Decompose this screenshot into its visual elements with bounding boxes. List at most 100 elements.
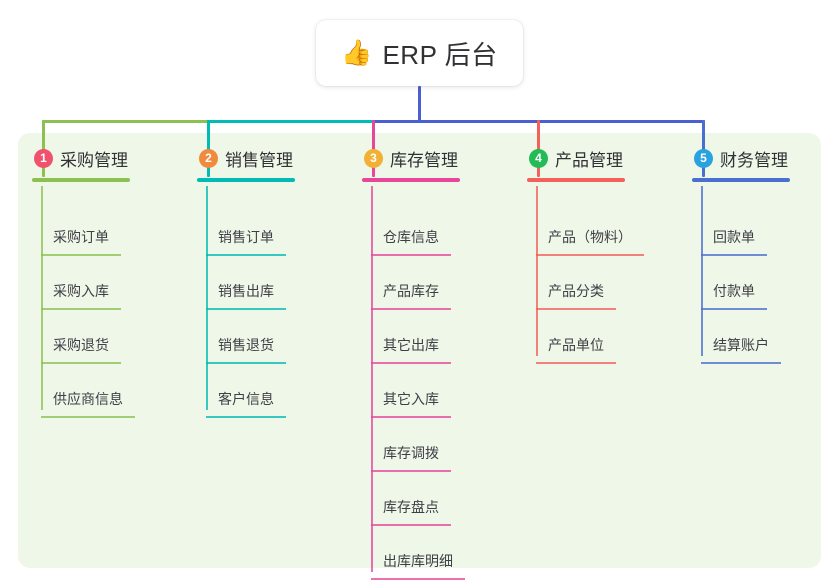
branch-header-3[interactable]: 3 库存管理 [362, 145, 460, 171]
branch-badge-2: 2 [199, 148, 218, 168]
child-item[interactable]: 销售退货 [206, 310, 295, 364]
child-underline [701, 254, 767, 256]
child-item-label: 产品（物料） [548, 229, 632, 245]
root-trunk-line [418, 86, 421, 123]
child-item-label: 其它入库 [383, 391, 439, 407]
root-node[interactable]: 👍 ERP 后台 [316, 20, 523, 86]
child-item[interactable]: 采购入库 [41, 256, 130, 310]
branch-header-underline [527, 178, 625, 182]
child-item-label: 采购订单 [53, 229, 109, 245]
child-item-label: 销售退货 [218, 337, 274, 353]
branch-children: 回款单 付款单 结算账户 [701, 182, 790, 364]
child-item[interactable]: 付款单 [701, 256, 790, 310]
root-node-label: ERP 后台 [382, 39, 498, 70]
branch-header-1[interactable]: 1 采购管理 [32, 145, 130, 171]
branch-badge-4: 4 [529, 148, 548, 168]
branch-column-5: 5 财务管理 回款单 付款单 结算账户 [692, 145, 790, 364]
branch-header-underline [32, 178, 130, 182]
child-item-label: 销售订单 [218, 229, 274, 245]
child-item-label: 回款单 [713, 229, 755, 245]
child-underline [371, 524, 451, 526]
child-item-label: 采购入库 [53, 283, 109, 299]
child-underline [371, 254, 451, 256]
child-underline [371, 416, 451, 418]
child-item[interactable]: 销售订单 [206, 202, 295, 256]
branch-children: 产品（物料） 产品分类 产品单位 [536, 182, 644, 364]
child-item-label: 库存调拨 [383, 445, 439, 461]
child-item[interactable]: 出库库明细 [371, 526, 465, 580]
branch-column-4: 4 产品管理 产品（物料） 产品分类 产品单位 [527, 145, 644, 364]
branch-badge-3: 3 [364, 148, 383, 168]
branch-header-underline [692, 178, 790, 182]
branch-badge-5: 5 [694, 148, 713, 168]
child-item-label: 产品单位 [548, 337, 604, 353]
branch-spine-line [41, 186, 43, 410]
child-item[interactable]: 销售出库 [206, 256, 295, 310]
thumbs-up-icon: 👍 [341, 38, 373, 67]
child-item-label: 付款单 [713, 283, 755, 299]
child-item[interactable]: 其它入库 [371, 364, 460, 418]
branch-spine-line [701, 186, 703, 356]
child-item-label: 其它出库 [383, 337, 439, 353]
branch-column-1: 1 采购管理 采购订单 采购入库 采购退货 供应商信息 [32, 145, 135, 418]
child-item[interactable]: 产品库存 [371, 256, 460, 310]
child-underline [41, 308, 121, 310]
child-item[interactable]: 其它出库 [371, 310, 460, 364]
child-underline [206, 362, 286, 364]
child-underline [701, 308, 767, 310]
distribution-bar-segment [42, 120, 210, 123]
child-item-label: 出库库明细 [383, 553, 453, 569]
child-item-label: 供应商信息 [53, 391, 123, 407]
branch-header-underline [197, 178, 295, 182]
branch-title-5: 财务管理 [720, 150, 788, 170]
branch-header-2[interactable]: 2 销售管理 [197, 145, 295, 171]
child-underline [41, 416, 135, 418]
child-underline [536, 254, 644, 256]
branch-children: 采购订单 采购入库 采购退货 供应商信息 [41, 182, 135, 418]
child-item[interactable]: 仓库信息 [371, 202, 460, 256]
child-item[interactable]: 产品单位 [536, 310, 625, 364]
branch-column-2: 2 销售管理 销售订单 销售出库 销售退货 客户信息 [197, 145, 295, 418]
child-item[interactable]: 结算账户 [701, 310, 790, 364]
child-item[interactable]: 产品（物料） [536, 202, 644, 256]
child-underline [41, 254, 121, 256]
child-item[interactable]: 产品分类 [536, 256, 625, 310]
branch-title-2: 销售管理 [225, 150, 293, 170]
branch-title-3: 库存管理 [390, 150, 458, 170]
child-underline [701, 362, 781, 364]
child-item[interactable]: 客户信息 [206, 364, 295, 418]
child-item-label: 产品分类 [548, 283, 604, 299]
child-item-label: 库存盘点 [383, 499, 439, 515]
child-item[interactable]: 采购订单 [41, 202, 130, 256]
child-item-label: 客户信息 [218, 391, 274, 407]
child-underline [371, 470, 451, 472]
child-item-label: 结算账户 [713, 337, 769, 353]
child-item-label: 销售出库 [218, 283, 274, 299]
branch-spine-line [206, 186, 208, 410]
child-item-label: 产品库存 [383, 283, 439, 299]
child-underline [371, 578, 465, 580]
branch-title-4: 产品管理 [555, 150, 623, 170]
child-underline [206, 308, 286, 310]
branch-header-5[interactable]: 5 财务管理 [692, 145, 790, 171]
branch-header-4[interactable]: 4 产品管理 [527, 145, 625, 171]
branch-badge-1: 1 [34, 148, 53, 168]
branch-header-underline [362, 178, 460, 182]
branch-children: 销售订单 销售出库 销售退货 客户信息 [206, 182, 295, 418]
child-item[interactable]: 供应商信息 [41, 364, 135, 418]
distribution-bar-segment [207, 120, 375, 123]
branches-panel [18, 133, 821, 568]
child-item[interactable]: 库存调拨 [371, 418, 460, 472]
child-underline [206, 254, 286, 256]
branch-spine-line [536, 186, 538, 356]
branch-children: 仓库信息 产品库存 其它出库 其它入库 库存调拨 库存盘点 出库库明细 [371, 182, 465, 580]
child-underline [41, 362, 121, 364]
child-item[interactable]: 库存盘点 [371, 472, 460, 526]
child-item[interactable]: 回款单 [701, 202, 790, 256]
child-underline [536, 362, 616, 364]
child-item[interactable]: 采购退货 [41, 310, 130, 364]
child-underline [371, 362, 451, 364]
child-underline [206, 416, 286, 418]
child-item-label: 仓库信息 [383, 229, 439, 245]
